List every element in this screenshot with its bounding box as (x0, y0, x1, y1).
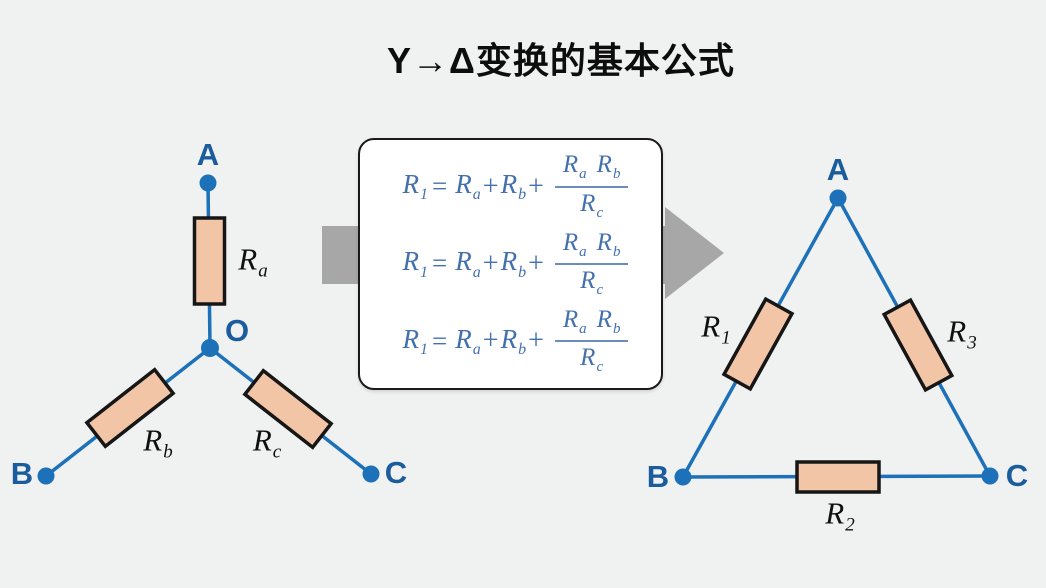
formula-term: Rc (580, 266, 604, 298)
wye-node-label-a: A (196, 137, 220, 172)
fraction-numerator: Ra Rb (554, 306, 629, 343)
delta-node-a-dot (829, 189, 847, 207)
resistor-label-r1: R1 (701, 308, 731, 349)
fraction-numerator: Ra Rb (554, 151, 629, 188)
fraction-denominator: Rc (580, 342, 603, 376)
formula-term: Ra (455, 323, 481, 358)
resistor-r1 (721, 296, 795, 392)
formula-term: Ra (455, 168, 481, 204)
delta-node-label-b: B (646, 459, 670, 494)
formula-term: R1 (402, 246, 429, 281)
plus-sign: + (482, 325, 499, 357)
formula-term: Rb (596, 151, 621, 183)
wye-network (37, 174, 380, 485)
formula-term: Ra (562, 151, 587, 183)
formula-term: Rc (580, 344, 604, 376)
equals-sign: = (432, 248, 448, 279)
delta-node-label-a: A (826, 152, 850, 187)
plus-sign: + (528, 325, 544, 357)
wye-node-label-c: C (384, 455, 408, 490)
formula-term: Rb (500, 323, 527, 358)
plus-sign: + (528, 247, 544, 279)
wye-node-a-dot (199, 174, 217, 192)
formula-term: Rb (596, 228, 621, 260)
fraction-numerator: Ra Rb (554, 228, 629, 265)
wye-node-label-o: O (224, 313, 250, 348)
resistor-label-rc: Rc (252, 422, 282, 463)
delta-node-b-dot (674, 468, 692, 486)
resistor-r2 (795, 460, 881, 494)
delta-node-label-c: C (1005, 458, 1029, 493)
formula-term: Rb (500, 246, 527, 281)
formula-term: R1 (402, 323, 429, 358)
wye-node-label-b: B (10, 456, 34, 491)
equals-sign: = (432, 171, 448, 202)
fraction-denominator: Rc (580, 265, 603, 299)
page-title: Y→Δ变换的基本公式 (387, 40, 735, 81)
wye-node-b-dot (37, 467, 55, 485)
formula-term: Rb (596, 306, 621, 338)
plus-sign: + (482, 247, 499, 279)
formula-term: Ra (562, 306, 587, 338)
resistor-label-r2: R2 (825, 495, 855, 536)
resistor-label-rb: Rb (143, 422, 173, 463)
delta-network (674, 189, 999, 494)
fraction-denominator: Rc (580, 188, 603, 222)
delta-node-c-dot (981, 467, 999, 485)
plus-sign: + (482, 170, 499, 202)
equals-sign: = (432, 325, 448, 356)
plus-sign: + (528, 170, 544, 202)
resistor-label-r3: R3 (947, 313, 977, 354)
resistor-ra (192, 216, 227, 306)
formula-term: Rc (580, 189, 604, 221)
resistor-label-ra: Ra (238, 241, 268, 282)
resistor-rb (84, 367, 176, 449)
formula-term: Ra (562, 228, 587, 260)
wye-node-o-dot (201, 339, 219, 357)
resistor-rc (242, 368, 334, 450)
formula-term: R1 (402, 168, 429, 204)
resistor-r3 (881, 297, 955, 393)
formula-term: Ra (455, 246, 481, 281)
formula-term: Rb (500, 168, 527, 204)
wye-node-c-dot (362, 465, 380, 483)
